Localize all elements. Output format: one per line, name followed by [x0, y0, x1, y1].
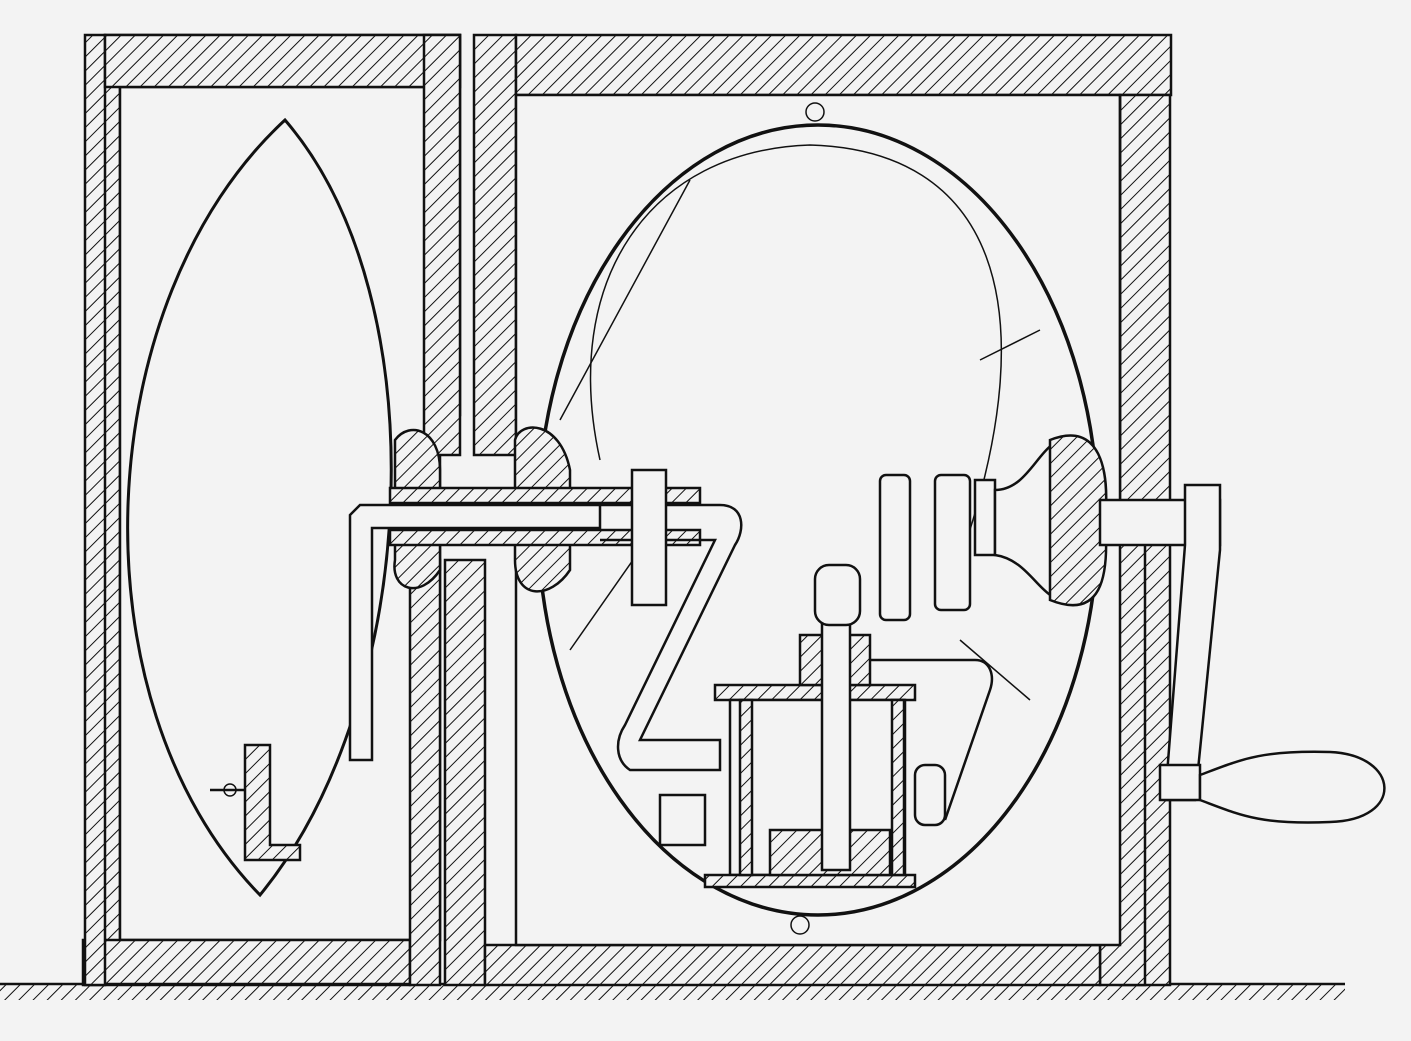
- pump-cylinder: [658, 563, 994, 889]
- valve-fitting: [210, 743, 302, 862]
- vertical-pipe: [408, 33, 518, 987]
- through-shaft: [348, 426, 743, 772]
- crank-handle: [1098, 483, 1386, 824]
- ground: [0, 982, 1345, 1000]
- pulley-wheels: [878, 434, 1108, 622]
- left-lens-bag: [126, 117, 393, 898]
